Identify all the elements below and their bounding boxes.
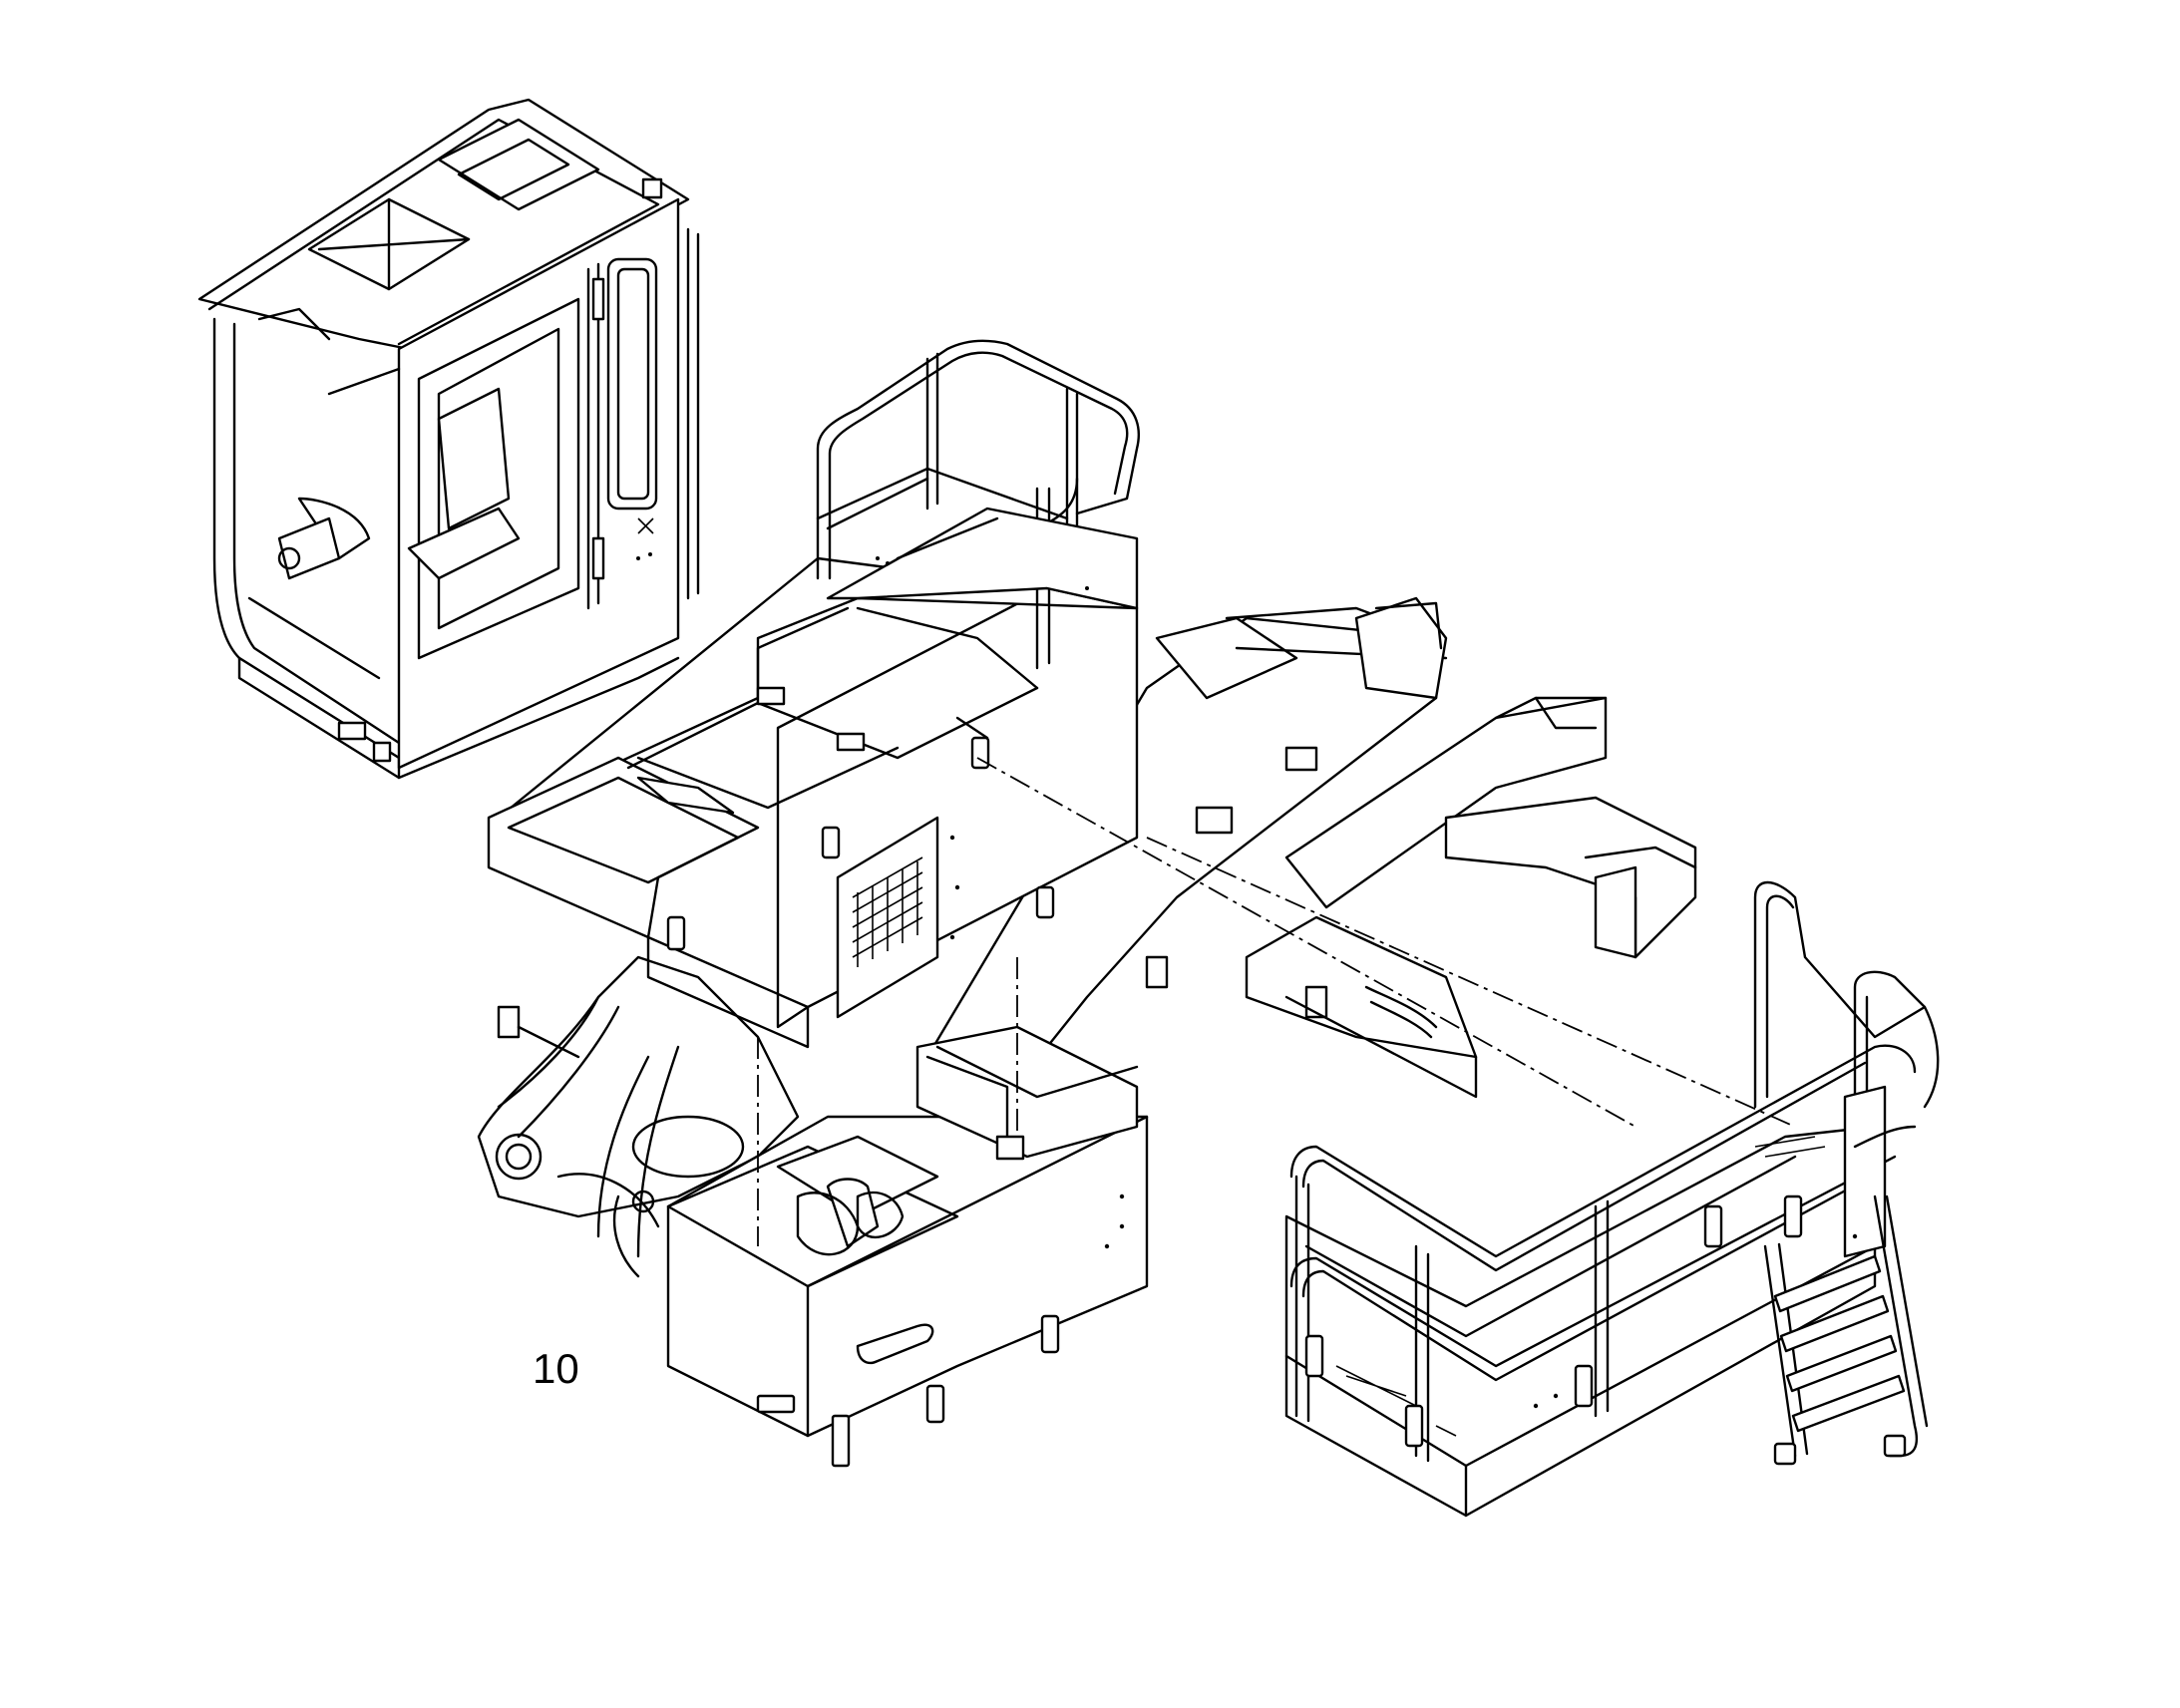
counterweight-box [666,1025,1149,1468]
assembly-centerlines [757,757,1796,1246]
upper-frame [925,596,1697,1099]
boom-foot-pivot [477,955,800,1278]
grille-holes [852,856,923,967]
access-ladder [1763,1195,1929,1466]
engine-deck-guardrail [816,339,1140,670]
callout-label: 10 [533,1345,579,1392]
operator-cab [197,98,700,780]
engine-deck [487,556,1139,1049]
walkway-platform [1284,880,1940,1518]
